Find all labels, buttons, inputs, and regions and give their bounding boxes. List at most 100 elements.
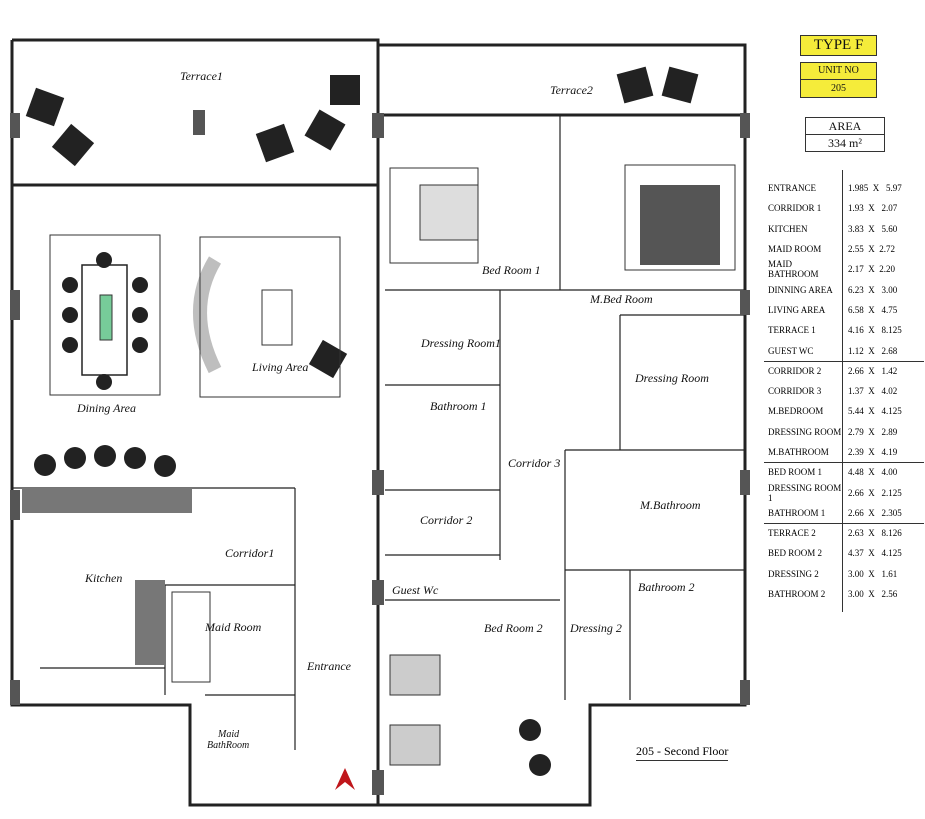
room-label-maidroom: Maid Room	[204, 620, 262, 634]
walls	[10, 38, 747, 807]
area-label: AREA	[805, 117, 885, 135]
room-name: BATHROOM 1	[768, 507, 826, 518]
room-name: BATHROOM 2	[768, 589, 826, 600]
room-dims: 1.93 X 2.07	[848, 203, 898, 214]
room-name: DRESSING ROOM	[768, 426, 842, 437]
area-value: 334 m²	[805, 134, 885, 152]
room-name: TERRACE 2	[768, 528, 816, 539]
table-row: BATHROOM 1 2.66 X 2.305	[764, 503, 924, 523]
room-label-guestwc: Guest Wc	[392, 583, 439, 597]
room-label-dressing2: Dressing 2	[569, 621, 622, 635]
room-label-terrace2: Terrace2	[550, 83, 593, 97]
furniture	[22, 66, 736, 776]
table-separator	[764, 360, 924, 362]
room-label-maid-bath-2: BathRoom	[207, 740, 249, 751]
unit-no-value: 205	[800, 79, 877, 98]
room-name: M.BEDROOM	[768, 406, 824, 417]
room-dims: 2.63 X 8.126	[848, 528, 902, 539]
room-label-dining: Dining Area	[76, 401, 136, 415]
room-name: DRESSING 2	[768, 568, 819, 579]
table-row: M.BATHROOM 2.39 X 4.19	[764, 442, 924, 462]
room-dims: 4.37 X 4.125	[848, 548, 902, 559]
room-name: BED ROOM 1	[768, 467, 823, 478]
room-name: MAID ROOM	[768, 244, 822, 255]
room-name: MAID BATHROOM	[768, 259, 819, 280]
table-row: KITCHEN 3.83 X 5.60	[764, 219, 924, 239]
room-dims: 3.83 X 5.60	[848, 223, 898, 234]
room-label-kitchen: Kitchen	[84, 571, 122, 585]
wall-piers	[10, 110, 750, 795]
table-row: GUEST WC 1.12 X 2.68	[764, 340, 924, 360]
room-label-corridor3: Corridor 3	[508, 456, 560, 470]
room-dims: 2.66 X 2.125	[848, 487, 902, 498]
table-row: DRESSING ROOM 1 2.66 X 2.125	[764, 482, 924, 503]
room-name: BED ROOM 2	[768, 548, 823, 559]
room-name: ENTRANCE	[768, 183, 816, 194]
room-label-mbedroom: M.Bed Room	[589, 292, 653, 306]
table-row: M.BEDROOM 5.44 X 4.125	[764, 401, 924, 421]
room-dims: 3.00 X 1.61	[848, 568, 898, 579]
type-badge: TYPE F	[800, 35, 877, 56]
room-name: LIVING AREA	[768, 304, 826, 315]
north-arrow-icon	[335, 768, 355, 790]
table-row: ENTRANCE 1.985 X 5.97	[764, 178, 924, 198]
room-dims: 1.37 X 4.02	[848, 386, 898, 397]
table-row: DINNING AREA 6.23 X 3.00	[764, 279, 924, 299]
table-row: DRESSING 2 3.00 X 1.61	[764, 564, 924, 584]
room-label-dressing: Dressing Room	[634, 371, 709, 385]
room-dims: 4.16 X 8.125	[848, 325, 902, 336]
room-name: CORRIDOR 3	[768, 386, 822, 397]
room-dims: 4.48 X 4.00	[848, 467, 898, 478]
room-dims: 2.55 X 2.72	[848, 244, 895, 255]
room-label-bathroom2: Bathroom 2	[638, 580, 695, 594]
table-row: DRESSING ROOM 2.79 X 2.89	[764, 422, 924, 442]
table-row: BED ROOM 1 4.48 X 4.00	[764, 462, 924, 482]
table-row: CORRIDOR 3 1.37 X 4.02	[764, 381, 924, 401]
table-separator	[764, 523, 924, 525]
room-dims: 2.66 X 2.305	[848, 507, 902, 518]
table-row: CORRIDOR 2 2.66 X 1.42	[764, 361, 924, 381]
room-dims: 6.23 X 3.00	[848, 284, 898, 295]
room-dims: 1.12 X 2.68	[848, 345, 898, 356]
room-label-living: Living Area	[251, 360, 308, 374]
room-name: TERRACE 1	[768, 325, 816, 336]
room-dims: 2.66 X 1.42	[848, 365, 898, 376]
room-name: CORRIDOR 2	[768, 365, 822, 376]
room-label-corridor1: Corridor1	[225, 546, 274, 560]
room-name: GUEST WC	[768, 345, 814, 356]
room-label-bathroom1: Bathroom 1	[430, 399, 487, 413]
table-row: BATHROOM 2 3.00 X 2.56	[764, 584, 924, 604]
room-dims: 2.79 X 2.89	[848, 426, 898, 437]
room-dims: 2.39 X 4.19	[848, 447, 898, 457]
table-divider	[842, 170, 843, 612]
room-dims: 5.44 X 4.125	[848, 406, 902, 417]
room-label-dressing1: Dressing Room1	[420, 336, 501, 350]
table-row: TERRACE 2 2.63 X 8.126	[764, 523, 924, 543]
room-label-corridor2: Corridor 2	[420, 513, 472, 527]
room-label-mbathroom: M.Bathroom	[639, 498, 701, 512]
table-separator	[764, 462, 924, 464]
table-row: LIVING AREA 6.58 X 4.75	[764, 300, 924, 320]
room-dims: 6.58 X 4.75	[848, 304, 898, 315]
room-label-entrance: Entrance	[306, 659, 352, 673]
room-name: DRESSING ROOM 1	[768, 482, 842, 503]
room-dims: 3.00 X 2.56	[848, 589, 898, 600]
table-row: BED ROOM 2 4.37 X 4.125	[764, 543, 924, 563]
room-dims: 1.985 X 5.97	[848, 183, 902, 194]
table-row: MAID BATHROOM 2.17 X 2.20	[764, 259, 924, 279]
table-row: TERRACE 1 4.16 X 8.125	[764, 320, 924, 340]
plan-caption: 205 - Second Floor	[636, 744, 729, 761]
room-label-terrace1: Terrace1	[180, 69, 223, 83]
room-name: CORRIDOR 1	[768, 203, 822, 214]
room-dims: 2.17 X 2.20	[848, 264, 895, 275]
room-label-bedroom2: Bed Room 2	[484, 621, 543, 635]
room-name: M.BATHROOM	[768, 447, 829, 457]
room-label-maid-bath-1: Maid	[217, 729, 240, 740]
table-row: MAID ROOM 2.55 X 2.72	[764, 239, 924, 259]
room-name: KITCHEN	[768, 223, 808, 234]
room-name: DINNING AREA	[768, 284, 833, 295]
table-row: CORRIDOR 1 1.93 X 2.07	[764, 198, 924, 218]
